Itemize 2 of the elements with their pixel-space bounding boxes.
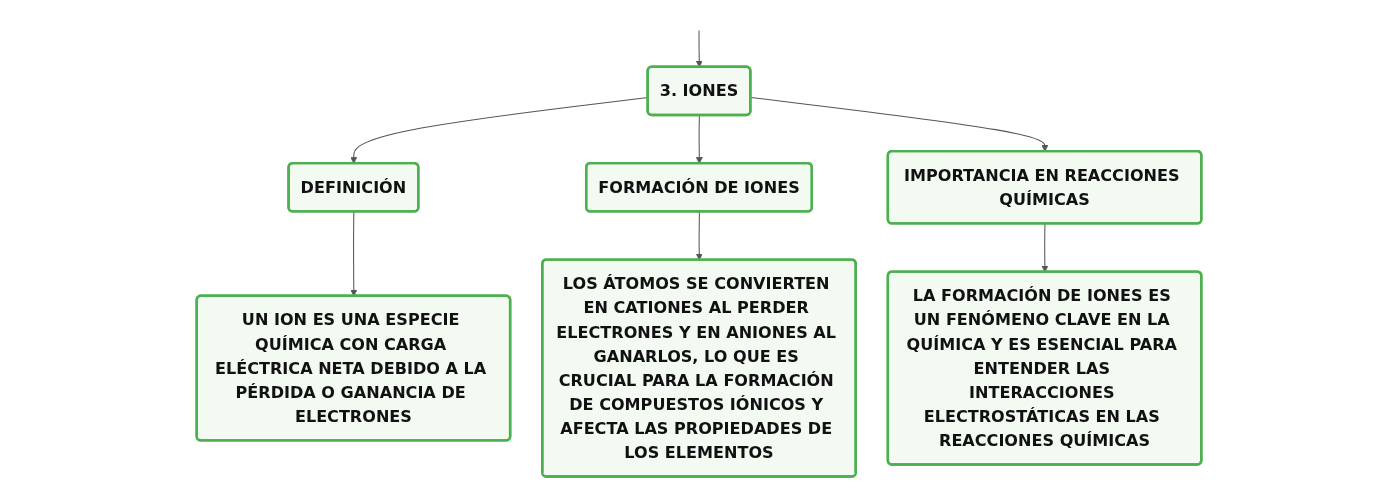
arrow [750,96,1049,152]
arrow [695,114,703,164]
